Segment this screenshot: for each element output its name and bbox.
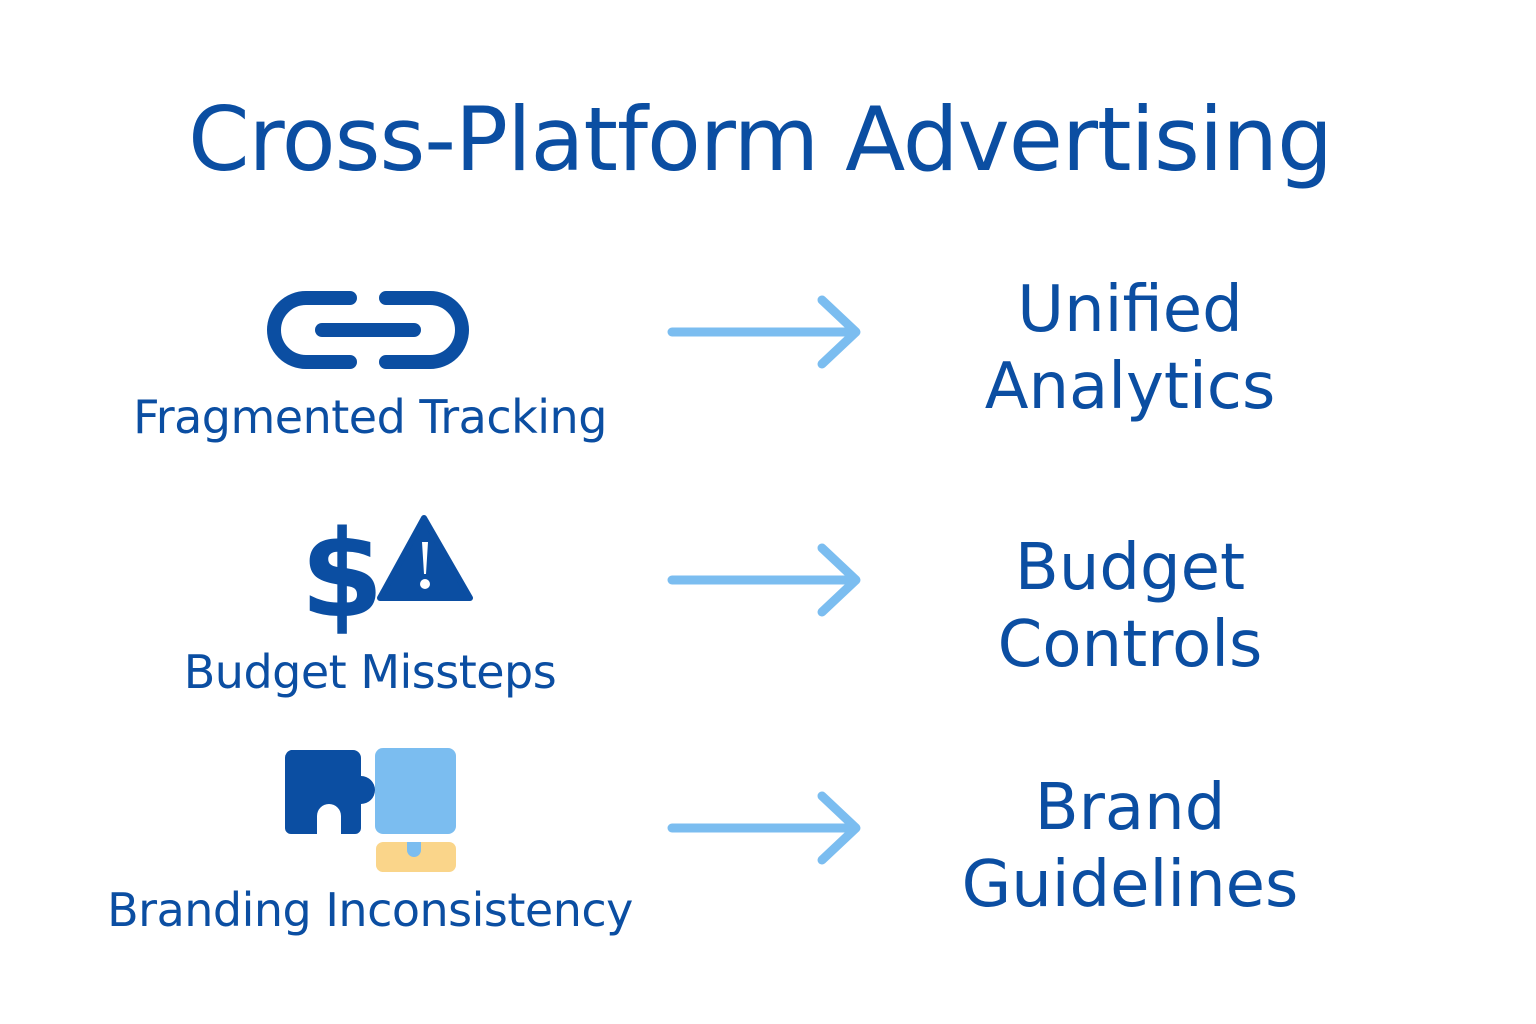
svg-text:$: $: [300, 506, 384, 645]
solution-line: Guidelines: [961, 848, 1299, 922]
solution-line: Controls: [997, 608, 1263, 682]
problem-label: Budget Missteps: [183, 645, 557, 699]
solution-label: Unified Analytics: [830, 272, 1430, 426]
solution-label: Budget Controls: [830, 530, 1430, 684]
solution-label: Brand Guidelines: [830, 770, 1430, 924]
dollar-warning-icon: $: [300, 506, 473, 645]
solution-line: Brand: [1034, 771, 1226, 845]
solution-line: Unified: [1017, 273, 1243, 347]
problem-label: Fragmented Tracking: [133, 390, 607, 444]
solution-line: Budget: [1014, 531, 1246, 605]
page-title: Cross-Platform Advertising: [188, 88, 1333, 191]
arrow-right-icon: [667, 543, 861, 617]
solution-line: Analytics: [984, 350, 1276, 424]
arrow-right-icon: [667, 295, 861, 369]
problem-label: Branding Inconsistency: [107, 883, 633, 937]
broken-link-icon: [267, 291, 469, 369]
arrow-right-icon: [667, 791, 861, 865]
puzzle-icon: [284, 748, 456, 872]
